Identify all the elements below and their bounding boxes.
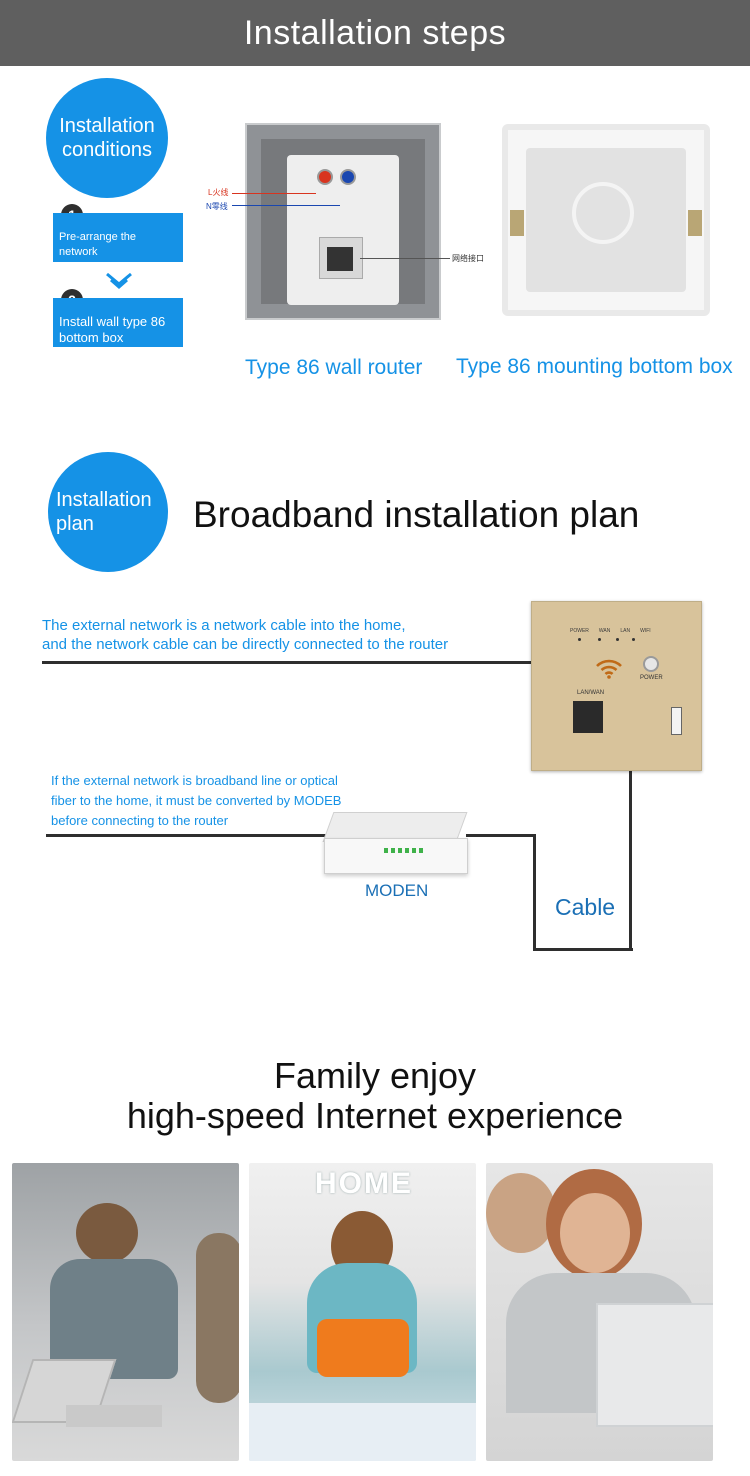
panel-power-label: POWER bbox=[640, 675, 663, 681]
step-2-text: Install wall type 86 bottom box bbox=[59, 314, 166, 345]
wall-router-back-image bbox=[245, 123, 441, 320]
led-label-wifi: WIFI bbox=[640, 628, 651, 634]
header-bar: Installation steps bbox=[0, 0, 750, 66]
usb-port-icon bbox=[671, 707, 682, 735]
installation-plan-label: Installation plan bbox=[56, 489, 152, 535]
page-title: Installation steps bbox=[243, 13, 507, 52]
caption-mounting-box: Type 86 mounting bottom box bbox=[456, 355, 733, 378]
cable-line-bottom bbox=[533, 948, 633, 951]
kids-laptop-photo bbox=[12, 1163, 239, 1461]
family-title: Family enjoy high-speed Internet experie… bbox=[0, 1056, 750, 1136]
chevron-down-icon bbox=[106, 272, 132, 289]
cable-label: Cable bbox=[555, 894, 616, 920]
panel-led-labels: POWER WAN LAN WIFI bbox=[570, 628, 651, 634]
installation-conditions-label: Installation conditions bbox=[59, 115, 155, 161]
modem-output-line-h1 bbox=[466, 834, 536, 837]
girl-tablet-photo: HOME bbox=[249, 1163, 476, 1461]
step-2-box: Install wall type 86 bottom box bbox=[53, 298, 183, 347]
modem-conversion-note: If the external network is broadband lin… bbox=[51, 773, 342, 828]
modem-label: MODEN bbox=[365, 881, 429, 900]
modem-input-line bbox=[46, 834, 328, 837]
wall-router-panel: POWER WAN LAN WIFI POWER LAN/WAN bbox=[531, 601, 702, 771]
direct-cable-line bbox=[42, 661, 532, 664]
family-title-line1: Family enjoy bbox=[273, 1055, 477, 1096]
lan-wan-port-icon bbox=[573, 701, 603, 733]
broadband-plan-title: Broadband installation plan bbox=[193, 494, 640, 535]
installation-plan-circle: Installation plan bbox=[48, 452, 168, 572]
installation-conditions-circle: Installation conditions bbox=[46, 78, 168, 198]
home-sign: HOME bbox=[315, 1167, 413, 1200]
modem-output-line-v bbox=[533, 834, 536, 951]
step-1-box: Pre-arrange the network cable + power co… bbox=[53, 213, 183, 273]
live-wire-label: L火线 bbox=[208, 188, 229, 197]
mounting-bottom-box-image bbox=[502, 124, 710, 316]
neutral-wire-label: N零线 bbox=[206, 202, 228, 211]
led-label-power: POWER bbox=[570, 628, 589, 634]
family-title-line2: high-speed Internet experience bbox=[126, 1095, 624, 1136]
cable-line-up bbox=[629, 770, 632, 951]
panel-port-label: LAN/WAN bbox=[577, 690, 605, 696]
led-label-wan: WAN bbox=[598, 628, 611, 634]
wifi-icon bbox=[596, 659, 622, 679]
grandparents-photo bbox=[486, 1163, 713, 1461]
led-label-lan: LAN bbox=[620, 628, 631, 634]
step-1-text: Pre-arrange the network cable + power co… bbox=[59, 231, 153, 274]
modem-device-image bbox=[322, 812, 470, 874]
direct-cable-note: The external network is a network cable … bbox=[42, 617, 449, 653]
caption-wall-router: Type 86 wall router bbox=[245, 356, 423, 379]
power-button-icon bbox=[643, 656, 659, 672]
network-port-label: 网络接口 bbox=[452, 254, 484, 263]
